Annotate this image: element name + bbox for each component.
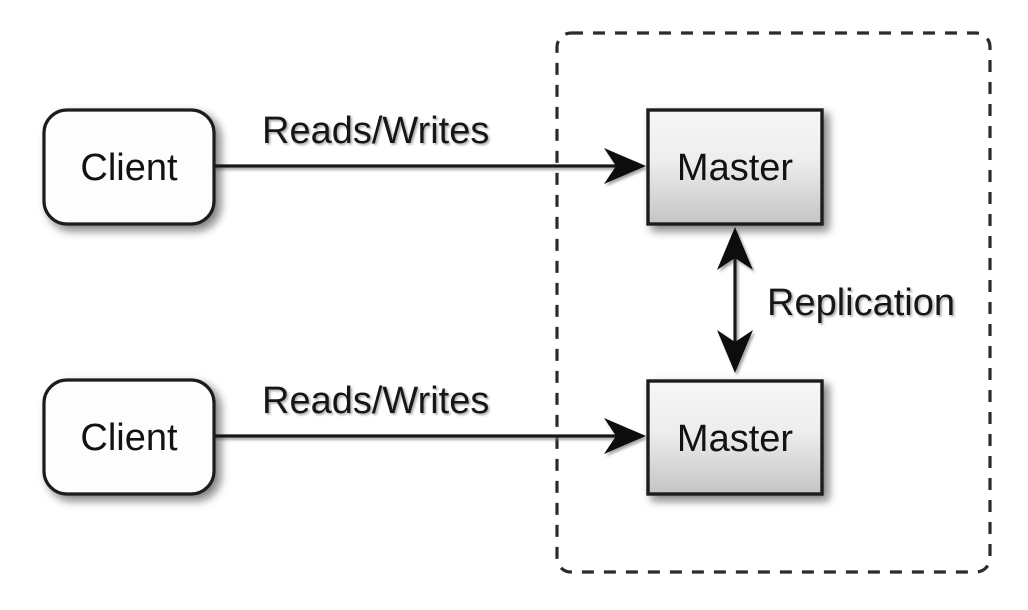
node-master-bottom[interactable]: Master <box>646 379 824 496</box>
edge-label-reads-writes-top: Reads/Writes <box>262 110 489 152</box>
replication-cluster-group <box>555 31 992 574</box>
edge-label-reads-writes-bottom: Reads/Writes <box>262 380 489 422</box>
master-bottom-label: Master <box>677 418 793 460</box>
edge-reads-writes-bottom <box>214 418 646 454</box>
node-master-top[interactable]: Master <box>646 108 824 226</box>
client-top-label: Client <box>80 147 178 189</box>
master-top-shape[interactable] <box>646 108 824 226</box>
client-top-shape[interactable] <box>42 108 216 226</box>
arrow-head-replication-down <box>717 330 753 373</box>
edge-replication <box>717 227 753 373</box>
edge-label-replication: Replication <box>767 282 955 324</box>
client-bottom-label: Client <box>80 417 178 459</box>
arrow-head-top-right <box>604 148 646 184</box>
arrow-head-replication-up <box>717 227 753 270</box>
replication-cluster-boundary <box>555 31 992 574</box>
node-client-bottom[interactable]: Client <box>42 378 216 496</box>
node-client-top[interactable]: Client <box>42 108 216 226</box>
edge-reads-writes-top <box>214 148 646 184</box>
master-top-label: Master <box>677 147 793 189</box>
client-bottom-shape[interactable] <box>42 378 216 496</box>
arrow-head-bottom-right <box>604 418 646 454</box>
master-bottom-shape[interactable] <box>646 379 824 496</box>
